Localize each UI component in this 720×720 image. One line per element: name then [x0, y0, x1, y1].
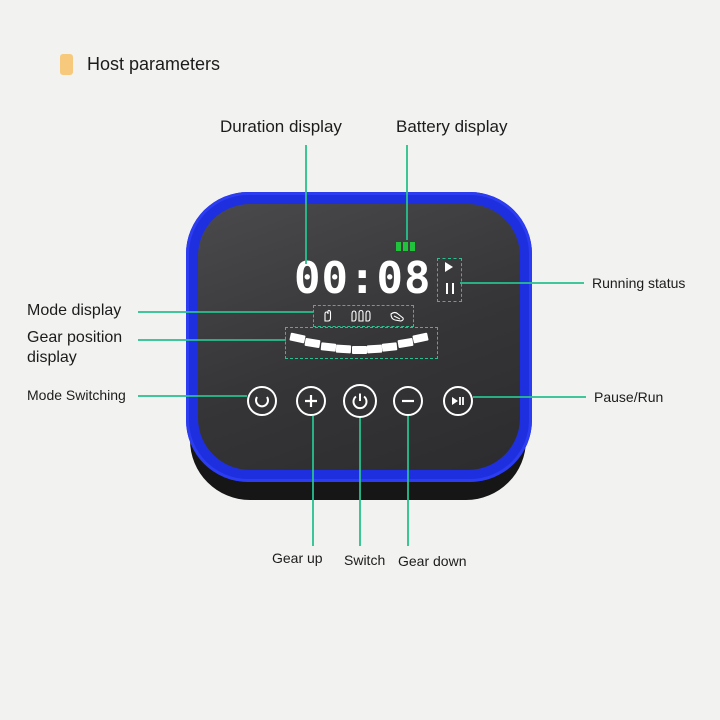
- play-status-icon: [445, 262, 453, 272]
- switch-label: Switch: [344, 552, 386, 568]
- gear-segment: [366, 344, 383, 354]
- gear-position-label-line2: display: [27, 349, 77, 366]
- header-badge-icon: [60, 53, 73, 75]
- pause-run-button[interactable]: [443, 386, 473, 416]
- battery-icon: [396, 242, 415, 251]
- play-pause-icon: [452, 397, 464, 405]
- gear-down-label: Gear down: [398, 553, 467, 569]
- battery-bar: [396, 242, 401, 251]
- gear-segment: [320, 342, 337, 352]
- gear-position-label-line1: Gear position: [27, 329, 123, 346]
- mode-display-box: [313, 305, 414, 327]
- minus-icon: [402, 399, 414, 403]
- gear-position-box: [285, 327, 438, 359]
- battery-bar: [403, 242, 408, 251]
- battery-display-label: Battery display: [396, 117, 508, 136]
- gear-up-button[interactable]: [296, 386, 326, 416]
- two-hands-icon: [351, 309, 371, 322]
- running-status-box: [437, 258, 462, 302]
- battery-bar: [410, 242, 415, 251]
- header-title: Host parameters: [87, 53, 221, 74]
- duration-display-label: Duration display: [220, 117, 342, 136]
- power-button[interactable]: [343, 384, 377, 418]
- gear-down-button[interactable]: [393, 386, 423, 416]
- duration-readout: 00:08: [294, 253, 432, 304]
- gear-segment: [335, 344, 352, 354]
- cycle-icon: [255, 396, 269, 408]
- kneading-icon: [390, 311, 404, 322]
- device-body: [186, 192, 532, 482]
- section-header: Host parameters: [60, 52, 220, 76]
- pause-status-icon: [446, 283, 454, 294]
- hand-icon: [324, 309, 332, 322]
- plus-icon: [305, 395, 317, 407]
- gear-up-label: Gear up: [272, 550, 323, 566]
- device-screen: [198, 204, 520, 470]
- power-icon: [352, 393, 368, 410]
- running-status-label: Running status: [592, 275, 686, 291]
- pause-run-label: Pause/Run: [594, 389, 664, 405]
- gear-segment: [351, 346, 367, 354]
- mode-switching-label: Mode Switching: [27, 387, 126, 403]
- mode-switch-button[interactable]: [247, 386, 277, 416]
- gear-segment: [381, 342, 398, 352]
- mode-display-label: Mode display: [27, 302, 122, 319]
